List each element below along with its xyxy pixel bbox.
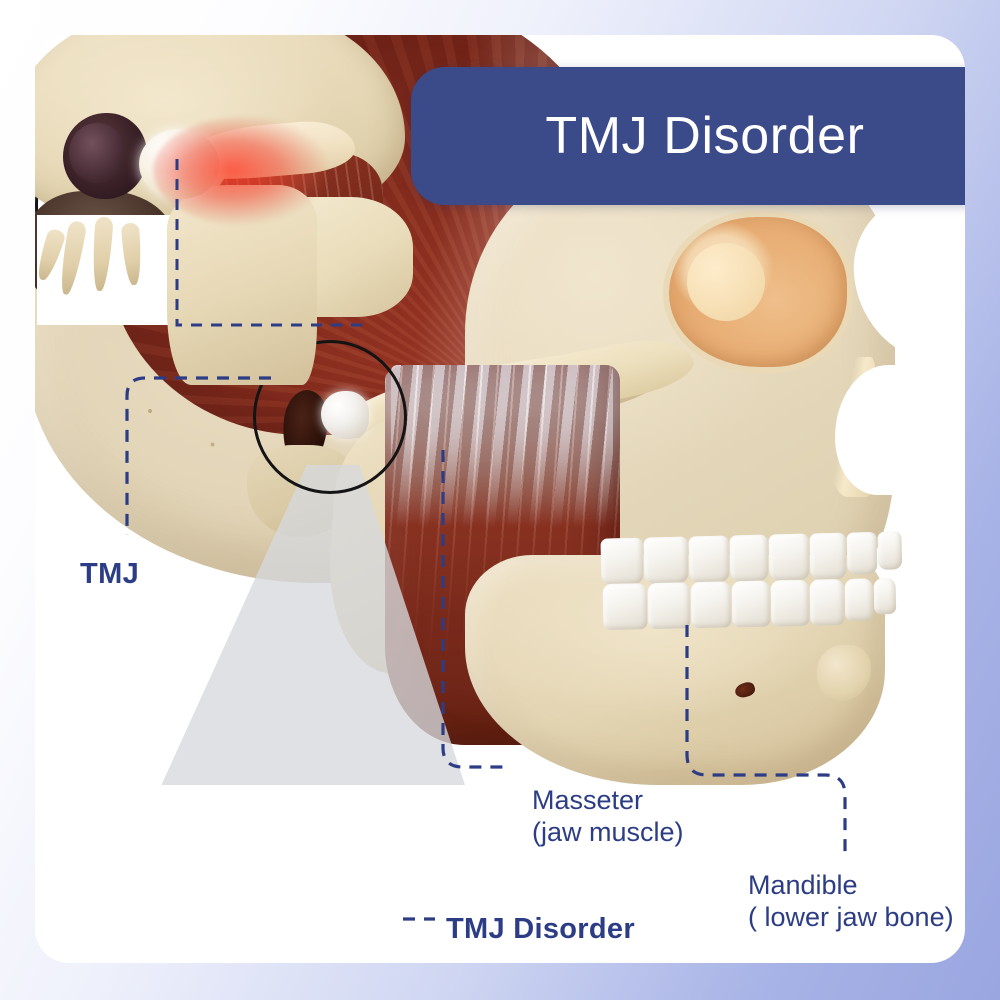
illustration-card: TMJ TMJ Disorder Masseter (jaw muscle) M… [35,35,965,963]
inset-leader-svg [175,159,369,327]
label-mandible: Mandible ( lower jaw bone) [748,870,954,932]
label-masseter: Masseter (jaw muscle) [532,785,684,847]
tmj-disorder-inset [35,35,413,385]
banner-title-text: TMJ Disorder [545,107,865,165]
lower-teeth-row [602,577,897,631]
orbit-inner-globe [687,243,765,321]
nasal-aperture [835,365,931,495]
inset-inflammation-highlight [153,117,343,227]
label-tmj: TMJ [80,558,140,590]
label-tmj-disorder: TMJ Disorder [446,913,635,945]
title-banner: TMJ Disorder [411,67,965,205]
upper-teeth-row [600,531,903,585]
inset-spine-group [35,215,187,325]
inset-tmj-disorder-leader [175,159,369,327]
inset-fossa-inner [69,123,125,183]
